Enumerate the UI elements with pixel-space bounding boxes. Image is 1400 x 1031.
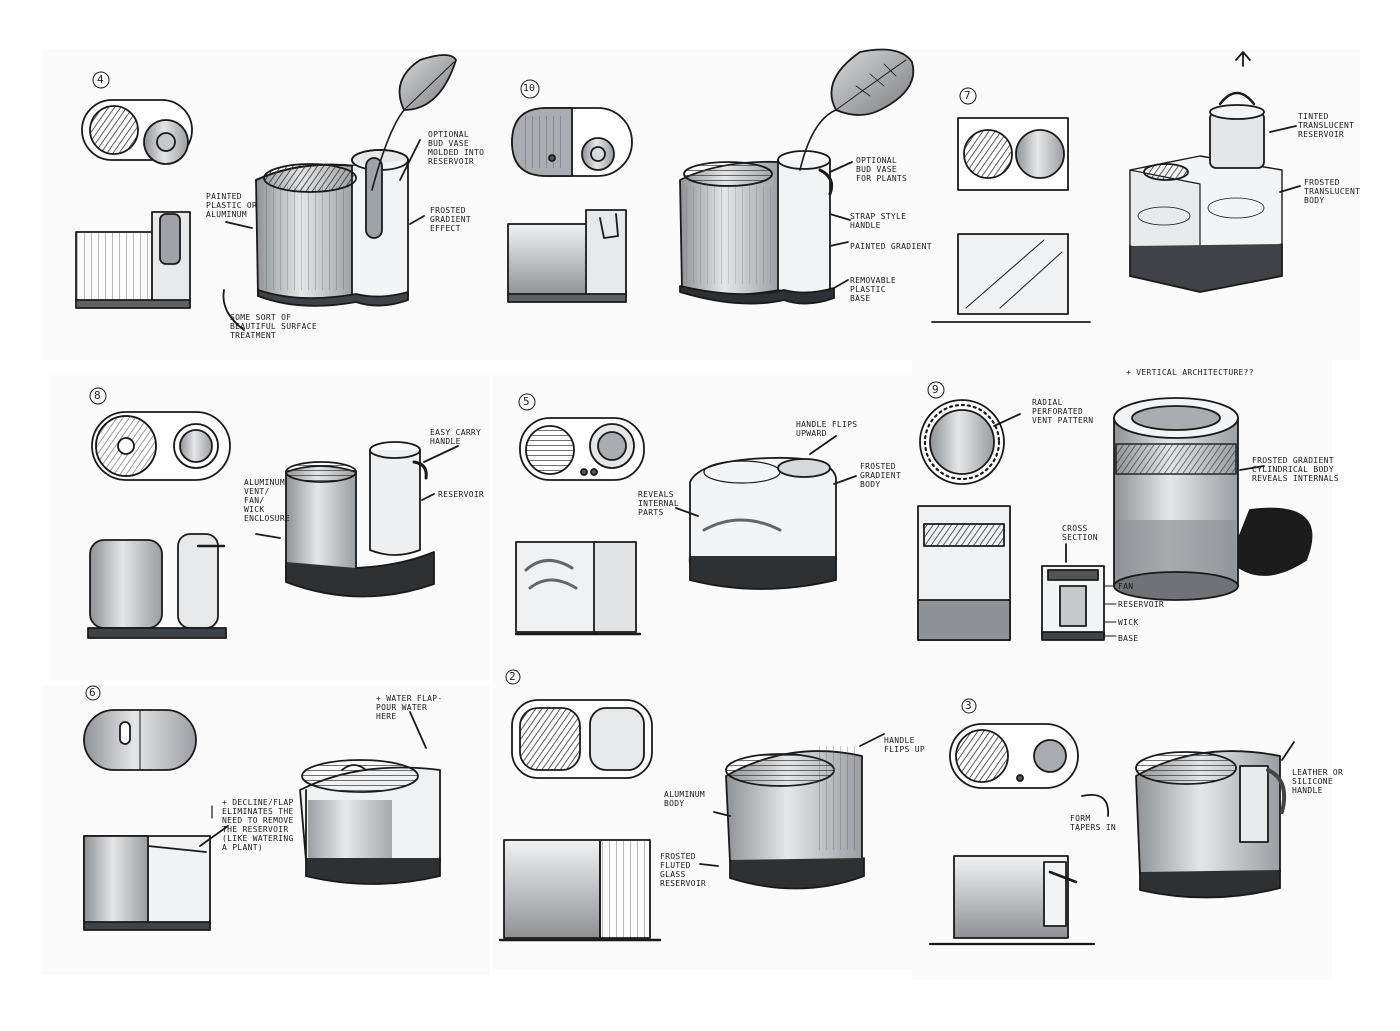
note-c5-frosted: FROSTED GRADIENT BODY xyxy=(860,462,901,489)
note-c2-handle: HANDLE FLIPS UP xyxy=(884,736,925,754)
note-c10-painted: PAINTED GRADIENT xyxy=(850,242,932,251)
note-c9-base: BASE xyxy=(1118,634,1139,643)
concept-number-5: 5 xyxy=(523,395,530,408)
concept-number-10: 10 xyxy=(523,83,536,94)
note-c10-base: REMOVABLE PLASTIC BASE xyxy=(850,276,897,303)
note-c6-decline: + DECLINE/FLAP ELIMINATES THE NEED TO RE… xyxy=(222,798,294,852)
note-c5-handle: HANDLE FLIPS UPWARD xyxy=(796,420,858,438)
note-c2-body: ALUMINUM BODY xyxy=(664,790,705,808)
concept-4-sketch xyxy=(75,54,457,331)
note-c4-frosted: FROSTED GRADIENT EFFECT xyxy=(430,206,471,233)
note-c3-leather: LEATHER OR SILICONE HANDLE xyxy=(1292,768,1344,795)
concept-number-4: 4 xyxy=(97,73,104,86)
note-c10-vase: OPTIONAL BUD VASE FOR PLANTS xyxy=(856,156,908,183)
note-c8-handle: EASY CARRY HANDLE xyxy=(430,428,482,446)
note-c9-cross: CROSS SECTION xyxy=(1062,524,1098,542)
concept-number-2: 2 xyxy=(509,670,516,683)
note-c9-reservoir: RESERVOIR xyxy=(1118,600,1165,609)
note-c9-header: + VERTICAL ARCHITECTURE?? xyxy=(1126,368,1254,377)
note-c4-surface: SOME SORT OF BEAUTIFUL SURFACE TREATMENT xyxy=(230,313,317,340)
concept-3-sketch xyxy=(928,698,1295,946)
concept-number-8: 8 xyxy=(94,389,101,402)
concept-2-sketch xyxy=(498,669,885,942)
note-c4-vase: OPTIONAL BUD VASE MOLDED INTO RESERVOIR xyxy=(428,130,485,166)
note-c10-strap: STRAP STYLE HANDLE xyxy=(850,212,907,230)
concept-number-3: 3 xyxy=(965,699,972,712)
note-c7-reservoir: TINTED TRANSLUCENT RESERVOIR xyxy=(1298,112,1355,139)
concept-8-sketch xyxy=(87,387,459,639)
concept-number-6: 6 xyxy=(89,686,96,699)
note-c9-fan: FAN xyxy=(1118,582,1134,591)
note-c8-reservoir: RESERVOIR xyxy=(438,490,485,499)
concept-number-9: 9 xyxy=(932,383,939,396)
note-c7-body: FROSTED TRANSLUCENT BODY xyxy=(1304,178,1361,205)
concept-10-sketch xyxy=(507,48,915,305)
note-c9-wick: WICK xyxy=(1118,618,1139,627)
note-c5-reveals: REVEALS INTERNAL PARTS xyxy=(638,490,679,517)
note-c2-glass: FROSTED FLUTED GLASS RESERVOIR xyxy=(660,852,707,888)
note-c3-form: FORM TAPERS IN xyxy=(1070,814,1117,832)
note-c6-flap: + WATER FLAP- POUR WATER HERE xyxy=(376,694,443,721)
note-c9-radial: RADIAL PERFORATED VENT PATTERN xyxy=(1032,398,1094,425)
concept-5-sketch xyxy=(514,393,857,636)
note-c8-vent: ALUMINUM VENT/ FAN/ WICK ENCLOSURE xyxy=(244,478,291,523)
note-c4-material: PAINTED PLASTIC OR ALUMINUM xyxy=(206,192,258,219)
note-c9-frosted: FROSTED GRADIENT CYLINDRICAL BODY REVEAL… xyxy=(1252,456,1339,483)
concept-7-sketch xyxy=(931,51,1301,323)
concept-6-sketch xyxy=(83,685,441,931)
concept-number-7: 7 xyxy=(964,89,971,102)
concept-9-sketch xyxy=(917,381,1313,641)
